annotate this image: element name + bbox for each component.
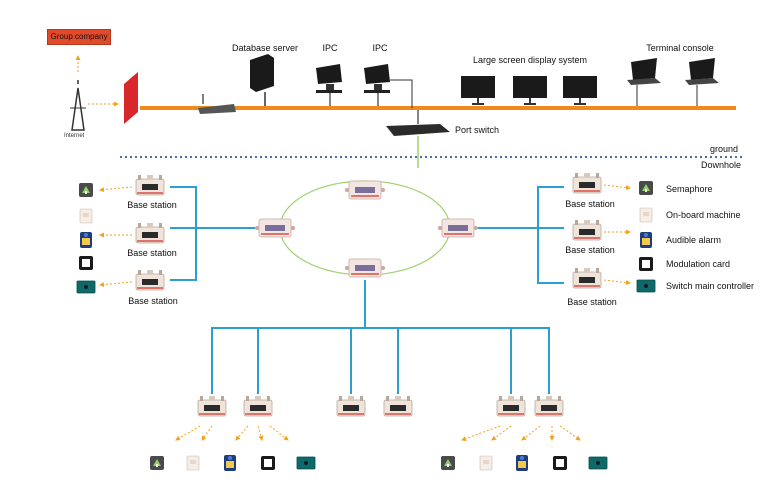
switch-main-controller-icon [588, 456, 608, 470]
on-board-machine-icon [186, 455, 200, 471]
base-station-label: Base station [127, 248, 177, 258]
large-screen-label: Large screen display system [472, 55, 588, 65]
modulation-card-icon [261, 456, 275, 470]
legend-audible-alarm: Audible alarm [666, 235, 722, 245]
network-links [170, 186, 564, 394]
display-monitor-icon [563, 76, 597, 105]
on-board-machine-icon [479, 455, 493, 471]
legend-semaphore: Semaphore [666, 184, 713, 194]
base-station-icon [383, 395, 413, 417]
ipc-icon [364, 64, 390, 93]
audible-alarm-icon [80, 232, 92, 248]
laptop-icon [685, 58, 719, 85]
audible-alarm-icon [224, 455, 236, 471]
ring-switch [344, 180, 386, 200]
modulation-card-icon [79, 256, 93, 270]
port-switch-icon [386, 124, 450, 136]
base-station-icon [572, 267, 602, 289]
ring-switch [344, 258, 386, 278]
legend-on-board-machine: On-board machine [666, 210, 741, 220]
base-station-icon [336, 395, 366, 417]
base-station-label: Base station [127, 200, 177, 210]
group-company-box: Group company [47, 29, 111, 45]
modulation-card-icon [553, 456, 567, 470]
semaphore-icon [639, 181, 653, 195]
ipc-label: IPC [372, 43, 388, 53]
laptop-icon [627, 58, 661, 85]
signal-arrows [175, 425, 581, 441]
audible-alarm-icon [640, 232, 652, 248]
internet-tower-icon [70, 80, 86, 131]
router-icon [198, 94, 236, 114]
legend-modulation-card: Modulation card [666, 259, 731, 269]
base-station-label: Base station [565, 245, 615, 255]
semaphore-icon [441, 456, 455, 470]
on-board-machine-icon [639, 207, 653, 223]
internet-label: Internet [64, 133, 85, 139]
base-station-icon [572, 219, 602, 241]
base-station-label: Base station [567, 297, 617, 307]
signal-arrows [99, 184, 631, 288]
ipc-label: IPC [322, 43, 338, 53]
legend-switch-main-controller: Switch main controller [666, 281, 755, 291]
base-station-icon [496, 395, 526, 417]
base-station-icon [572, 172, 602, 194]
base-station-icon [197, 395, 227, 417]
semaphore-icon [79, 183, 93, 197]
ring-switch [437, 218, 479, 238]
on-board-machine-icon [79, 208, 93, 224]
ring-switch [254, 218, 296, 238]
modulation-card-icon [639, 257, 653, 271]
downhole-label: Downhole [701, 160, 742, 170]
ipc-icon [316, 64, 342, 93]
audible-alarm-icon [516, 455, 528, 471]
port-switch-label: Port switch [455, 125, 500, 135]
base-station-icon [534, 395, 564, 417]
database-server-icon [250, 54, 274, 106]
internet-arrows [75, 55, 119, 107]
base-station-label: Base station [565, 199, 615, 209]
display-monitor-icon [461, 76, 495, 105]
base-station-icon [135, 222, 165, 244]
semaphore-icon [150, 456, 164, 470]
switch-main-controller-icon [76, 280, 96, 294]
firewall-icon [124, 72, 138, 124]
database-server-label: Database server [231, 43, 299, 53]
base-station-label: Base station [128, 296, 178, 306]
terminal-console-label: Terminal console [646, 43, 714, 53]
ground-label: ground [710, 144, 739, 154]
base-station-icon [243, 395, 273, 417]
switch-main-controller-icon [636, 279, 656, 293]
base-station-icon [135, 174, 165, 196]
switch-main-controller-icon [296, 456, 316, 470]
display-monitor-icon [513, 76, 547, 105]
base-station-icon [135, 269, 165, 291]
